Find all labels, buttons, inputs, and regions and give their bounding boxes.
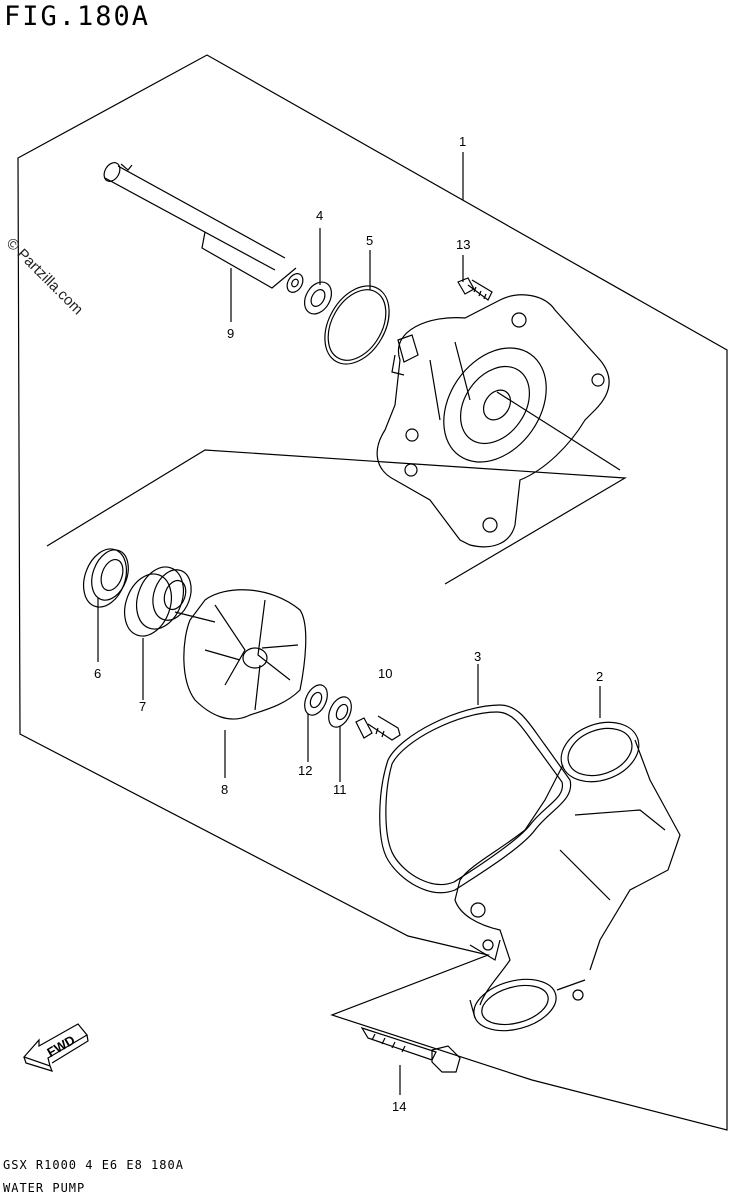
mechanical-seal	[124, 566, 216, 637]
callout-6: 6	[94, 666, 101, 681]
washer-top	[303, 281, 333, 315]
callout-12: 12	[298, 763, 312, 778]
pump-cover	[454, 721, 681, 1032]
impeller	[183, 589, 307, 720]
o-ring-large	[379, 704, 572, 894]
section-name: WATER PUMP	[3, 1181, 86, 1195]
callout-10: 10	[378, 666, 392, 681]
bolt-small	[457, 277, 493, 301]
callout-8: 8	[221, 782, 228, 797]
bolt-long	[360, 1026, 461, 1073]
callout-9: 9	[227, 326, 234, 341]
callout-7: 7	[139, 699, 146, 714]
washer-12	[304, 684, 328, 716]
callout-5: 5	[366, 233, 373, 248]
o-ring-small	[324, 285, 390, 365]
callout-11: 11	[333, 782, 347, 797]
callout-13: 13	[456, 237, 470, 252]
figure-title: FIG.180A	[4, 1, 151, 32]
subassembly-frame	[46, 449, 627, 585]
shaft	[103, 162, 304, 293]
callout-3: 3	[474, 649, 481, 664]
callout-1: 1	[459, 134, 466, 149]
callout-2: 2	[596, 669, 603, 684]
leader-lines	[97, 152, 601, 1095]
catalog-code: GSX R1000 4 E6 E8 180A	[3, 1158, 184, 1172]
washer-11	[328, 696, 352, 728]
pump-body	[376, 294, 621, 548]
assembly-boundary	[17, 54, 728, 1131]
callout-14: 14	[392, 1099, 406, 1114]
callout-labels: 1 2 3 4 5 6 7 8 9 10 11 12 13 14 FWD	[44, 134, 603, 1114]
callout-4: 4	[316, 208, 323, 223]
oil-seal	[82, 548, 129, 608]
fwd-arrow-icon	[22, 1023, 89, 1072]
impeller-bolt	[355, 715, 401, 741]
